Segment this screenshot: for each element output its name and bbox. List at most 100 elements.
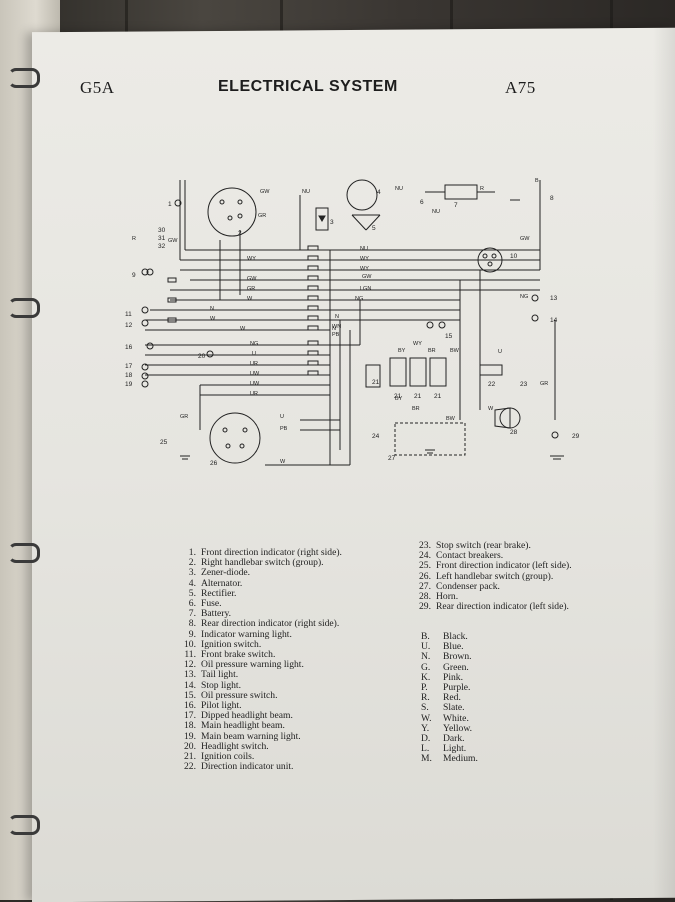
wire-label: WY <box>247 256 256 262</box>
colour-code-item: W.White. <box>421 712 469 724</box>
colour-code-item: R.Red. <box>421 692 461 704</box>
legend-item: 7.Battery. <box>188 608 232 620</box>
wire-label: WN <box>332 324 341 330</box>
wire-label: NG <box>355 296 363 302</box>
condenser-pack <box>394 422 466 456</box>
legend-item: 3.Zener-diode. <box>188 567 251 579</box>
legend-item: 20.Headlight switch. <box>184 740 269 752</box>
legend-item: 16.Pilot light. <box>184 700 242 712</box>
colour-code-item: U.Blue. <box>421 641 464 653</box>
wire-label: W <box>210 316 216 322</box>
left-handlebar-switch <box>209 412 261 464</box>
legend-item: 22.Direction indicator unit. <box>184 761 294 773</box>
legend-item: 24.Contact breakers. <box>419 550 504 562</box>
wire-label: R <box>132 236 136 242</box>
component-number: 21 <box>394 393 402 400</box>
legend-item: 27.Condenser pack. <box>419 580 500 592</box>
component-number: 1 <box>168 201 172 208</box>
wire-label: UW <box>250 381 260 387</box>
component-number: 22 <box>488 381 496 388</box>
legend-item: 29.Rear direction indicator (left side). <box>419 601 569 613</box>
wire-label: GW <box>520 236 530 242</box>
component-number: 25 <box>160 439 168 446</box>
component-number: 6 <box>420 199 424 206</box>
component-number: 12 <box>125 322 133 329</box>
alternator <box>346 179 381 231</box>
wire-label: GR <box>258 213 266 219</box>
wire-label: BR <box>428 348 436 354</box>
legend-item: 23.Stop switch (rear brake). <box>419 540 531 551</box>
wire-label: BY <box>395 396 403 402</box>
page-code: A75 <box>505 78 536 97</box>
colour-code-item: M.Medium. <box>421 753 478 765</box>
wire-label: GW <box>362 274 372 280</box>
component-number: 23 <box>520 381 528 388</box>
component-number: 14 <box>550 317 558 324</box>
component-number: 3 <box>330 219 334 226</box>
component-number: 24 <box>372 433 380 440</box>
component-number: 4 <box>377 189 381 196</box>
zener-diode <box>315 207 329 231</box>
wire-label: UW <box>250 371 260 377</box>
ground-symbols <box>180 199 564 460</box>
component-number: 11 <box>125 311 132 318</box>
colour-code-item: K.Pink. <box>421 671 463 683</box>
component-number: 28 <box>510 429 518 436</box>
binder-ring <box>8 543 40 563</box>
component-number: 17 <box>125 363 133 370</box>
wire-label: U <box>252 351 256 357</box>
ignition-switch <box>477 247 503 273</box>
legend-item: 6.Fuse. <box>188 598 222 610</box>
legend-item: 28.Horn. <box>419 591 459 603</box>
component-number: 18 <box>125 372 133 379</box>
colour-code-item: P.Purple. <box>421 682 471 694</box>
component-number: 15 <box>445 333 453 340</box>
binder-ring <box>8 298 40 318</box>
page-edge-shadow <box>653 27 675 898</box>
component-number: 2 <box>238 230 242 237</box>
legend-item: 25.Front direction indicator (left side)… <box>419 560 572 572</box>
wire-label: NU <box>395 186 403 192</box>
component-number: 30 <box>158 227 166 234</box>
wire-label: GW <box>260 189 270 195</box>
wiring-diagram: 1 2 3 4 5 6 7 8 9 10 11 12 13 14 15 16 1… <box>125 178 580 467</box>
page-title: ELECTRICAL SYSTEM <box>218 78 398 95</box>
component-number: 31 <box>158 235 166 242</box>
wire-label: W <box>488 406 494 412</box>
colour-code-legend: B.Black. U.Blue. N.Brown. G.Green. K.Pin… <box>421 631 478 765</box>
wire-label: N <box>210 306 214 312</box>
colour-code-item: S.Slate. <box>421 702 465 714</box>
binder-ring <box>8 68 40 88</box>
wire-label: NG <box>520 294 528 300</box>
colour-code-item: L.Light. <box>421 743 467 755</box>
component-number: 29 <box>572 433 580 440</box>
colour-code-item: N.Brown. <box>421 651 472 663</box>
colour-code-item: G.Green. <box>421 661 469 673</box>
component-number: 16 <box>125 344 133 351</box>
legend-item: 8.Rear direction indicator (right side). <box>188 618 340 630</box>
component-number: 21 <box>414 393 422 400</box>
wire-label: GR <box>540 381 548 387</box>
wire-label: WY <box>360 266 369 272</box>
wire-label: BW <box>450 348 460 354</box>
legend-item: 11.Front brake switch. <box>184 649 276 661</box>
wire-label: N <box>332 326 336 332</box>
component-number: 9 <box>132 272 136 279</box>
component-legend-left: 1.Front direction indicator (right side)… <box>175 547 342 773</box>
colour-code-item: Y.Yellow. <box>421 722 473 734</box>
component-number: 26 <box>210 460 218 467</box>
wire-label: W <box>247 296 253 302</box>
wire-label: PB <box>332 332 340 338</box>
component-number: 32 <box>158 243 166 250</box>
wire-label: NU <box>302 189 310 195</box>
wire-label: WY <box>413 341 422 347</box>
legend-item: 26.Left handlebar switch (group). <box>419 570 554 582</box>
legend-item: 13.Tail light. <box>184 669 239 681</box>
component-number: 20 <box>198 353 206 360</box>
component-number: 27 <box>388 455 396 462</box>
connector-blocks <box>167 245 319 376</box>
legend-item: 9.Indicator warning light. <box>188 628 292 640</box>
wire-label: W <box>280 459 286 465</box>
wire-label: GW <box>168 238 178 244</box>
horn <box>494 407 521 429</box>
